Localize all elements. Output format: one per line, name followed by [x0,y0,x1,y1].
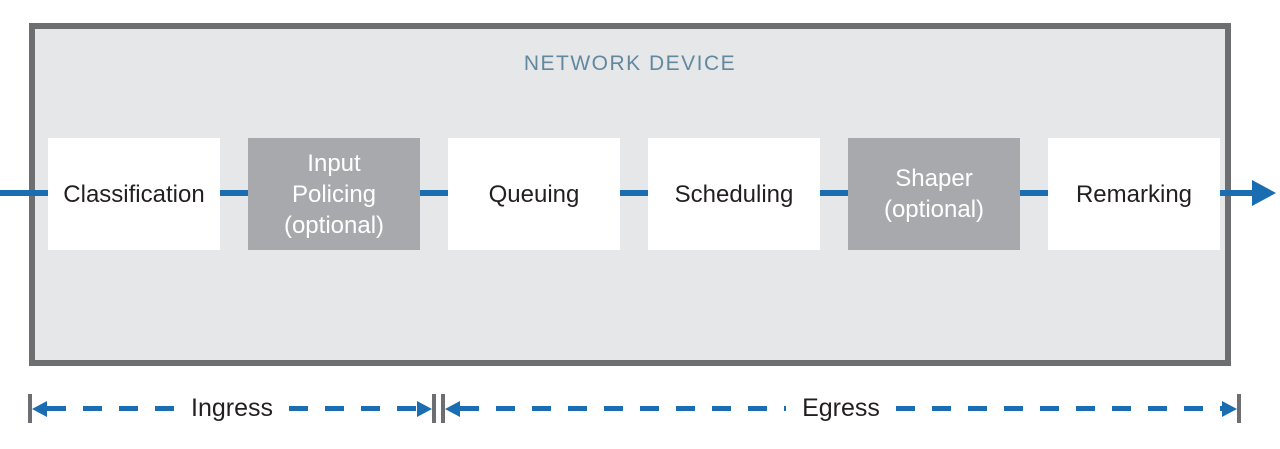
dashed-line [289,406,418,411]
arrow-left-icon [445,400,460,417]
egress-label: Egress [802,394,880,422]
arrow-right-icon [1222,400,1237,417]
step-queuing: Queuing [448,138,620,250]
step-label-line: (optional) [283,211,385,239]
arrow-left-icon [32,400,47,417]
step-label: Remarking [1075,180,1193,208]
egress-span: Egress [441,394,1241,423]
span-end-bar [432,394,437,423]
step-label-line: Shaper [895,165,973,192]
ingress-span: Ingress [28,394,437,423]
step-label: Scheduling [674,180,794,208]
step-label-line: (optional) [883,196,985,223]
dashed-line [460,406,787,411]
step-scheduling: Scheduling [648,138,820,250]
step-shaper: Shaper (optional) [848,138,1020,250]
network-device-title: NETWORK DEVICE [523,52,737,75]
span-end-bar [28,394,32,423]
step-input-policing: Input Policing (optional) [248,138,420,250]
span-end-bar [441,394,445,423]
dashed-line [47,406,176,411]
step-label: Classification [63,180,205,208]
step-label-line: Policing [291,180,377,208]
traffic-flow-arrowhead-icon [1252,180,1276,206]
arrow-right-icon [417,400,433,417]
step-label: Queuing [488,180,580,208]
step-label-line: Input [307,149,361,177]
dashed-line [895,406,1222,411]
direction-spans-row: Ingress Egress [28,394,1241,423]
span-end-bar [1237,394,1241,423]
traffic-flow-line [0,190,1253,196]
step-remarking: Remarking [1048,138,1220,250]
ingress-label: Ingress [191,394,273,422]
step-classification: Classification [48,138,220,250]
